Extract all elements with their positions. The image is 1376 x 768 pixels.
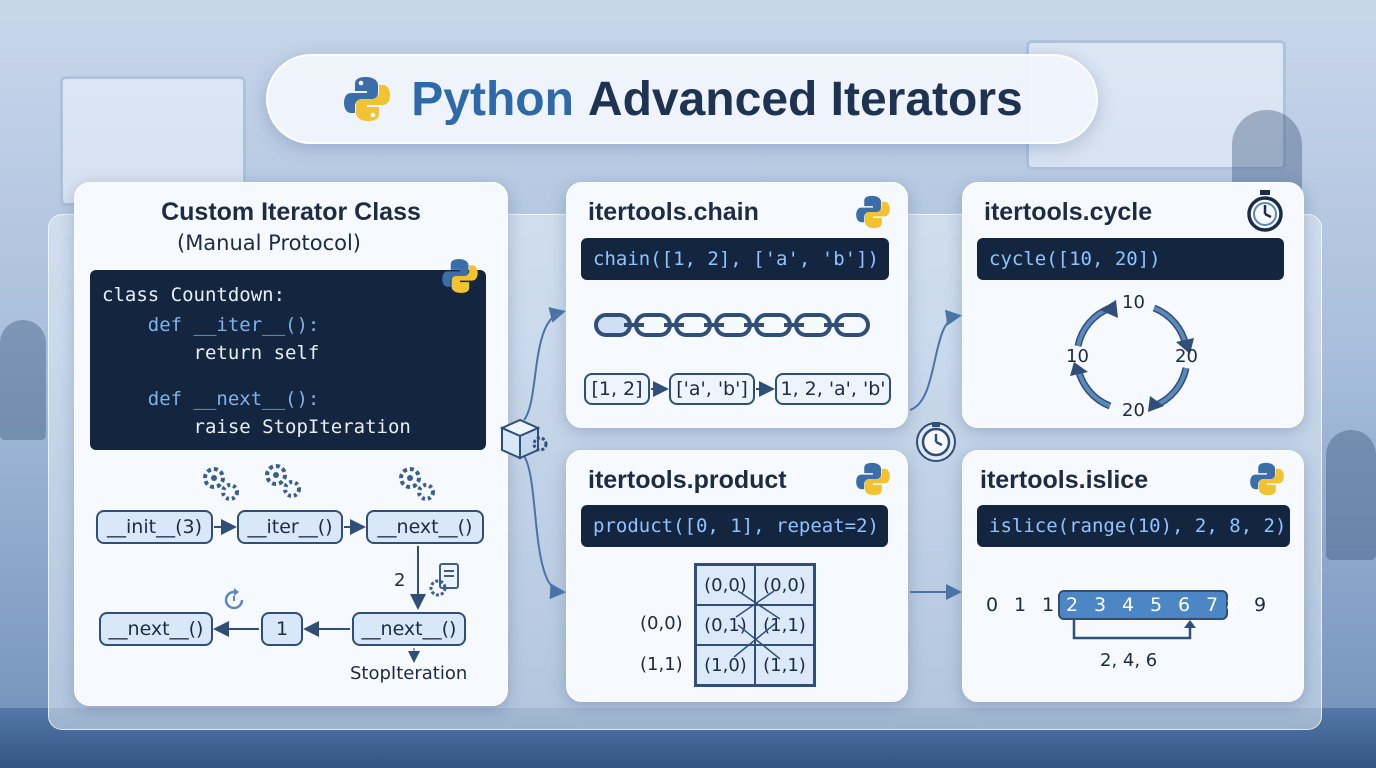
custom-iterator-subtitle: (Manual Protocol) [177,231,361,255]
package-gear-icon [499,418,548,460]
background-audience-right [1326,430,1376,560]
product-cell: (0,1) [696,605,755,645]
islice-sequence-item: 4 [1122,594,1135,616]
title-python: Python [411,72,574,126]
islice-sequence-item: 5 [1150,594,1163,616]
code-line-3: return self [102,342,320,364]
product-row-label-2: (1,1) [640,654,683,675]
iter-call-box: __iter__() [237,510,343,544]
product-cell: (0,0) [696,565,755,605]
cycle-top-value: 10 [1122,292,1145,313]
product-cell: (1,1) [755,645,814,685]
init-call-box: __init__(3) [96,510,213,544]
next-call-box-2: __next__() [352,612,466,646]
custom-iterator-title: Custom Iterator Class [161,198,421,226]
code-line-4: def __next__(): [102,388,320,410]
python-logo-icon [856,195,890,229]
chain-title: itertools.chain [588,198,759,226]
python-logo-icon [856,462,890,496]
product-code: product([0, 1], repeat=2) [581,505,888,547]
product-title: itertools.product [588,466,787,494]
islice-sequence-item: 7 [1206,594,1219,616]
page-title: Python Advanced Iterators [266,54,1098,144]
next-call-box: __next__() [366,510,484,544]
chain-input-2: ['a', 'b'] [669,373,755,405]
cycle-right-value: 20 [1175,346,1198,367]
python-logo-icon [442,259,478,293]
cycle-arrows-icon [1070,300,1194,412]
islice-sequence-item: 0 [986,594,999,616]
islice-sequence-item: 1 [1042,594,1055,616]
chain-output: 1, 2, 'a', 'b' [775,373,891,405]
gears-icon [265,464,301,498]
yield-value-1-box: 1 [261,612,303,646]
cycle-card [962,182,1304,428]
product-grid: (0,0) (0,0) (0,1) (1,1) (1,0) (1,1) [694,563,816,687]
custom-iterator-code: class Countdown: def __iter__(): return … [90,270,486,450]
product-cell: (1,1) [755,605,814,645]
cycle-code-text: cycle([10, 20]) [989,248,1161,270]
title-advanced-iterators: Advanced Iterators [587,72,1023,126]
python-logo-icon [1250,462,1284,496]
background-audience-left [0,320,46,440]
islice-sequence-item: 2 [1066,594,1079,616]
islice-sequence-item: 1 [1014,594,1027,616]
gears-icon [203,467,239,501]
islice-card [962,450,1304,702]
chain-link-icon [594,313,870,337]
chain-input-1: [1, 2] [584,373,650,405]
gears-icon [399,467,435,501]
python-logo-icon [344,77,391,121]
cycle-left-value: 10 [1066,346,1089,367]
product-cell: (1,0) [696,645,755,685]
cycle-bottom-value: 20 [1122,400,1145,421]
chain-code-text: chain([1, 2], ['a', 'b']) [593,248,879,270]
cycle-code: cycle([10, 20]) [977,238,1284,280]
stopwatch-icon [1247,190,1283,232]
product-cell: (0,0) [755,565,814,605]
stopwatch-icon [916,422,956,462]
code-line-2: def __iter__(): [102,314,320,336]
yield-value-2: 2 [394,570,406,591]
islice-sequence-item: 3 [1094,594,1107,616]
islice-title: itertools.islice [980,466,1149,494]
islice-bracket [1072,620,1196,640]
code-line-5: raise StopIteration [102,416,411,438]
islice-result: 2, 4, 6 [1100,650,1158,671]
code-line-1: class Countdown: [102,284,286,306]
product-row-label-1: (0,0) [640,613,683,634]
islice-code: islice(range(10), 2, 8, 2) [977,505,1290,547]
chain-code: chain([1, 2], ['a', 'b']) [581,238,889,280]
islice-sequence-item: 8 [1226,594,1239,616]
refresh-icon [224,588,244,610]
islice-sequence-item: 6 [1178,594,1191,616]
product-cross-lines [733,590,781,660]
next-call-box-3: __next__() [99,612,213,646]
islice-selected-range [1058,590,1228,620]
cycle-title: itertools.cycle [984,198,1153,226]
stop-iteration-label: StopIteration [350,663,468,684]
document-gear-icon [429,563,459,597]
islice-code-text: islice(range(10), 2, 8, 2) [989,515,1287,537]
islice-sequence-item: 9 [1254,594,1267,616]
product-code-text: product([0, 1], repeat=2) [593,515,879,537]
